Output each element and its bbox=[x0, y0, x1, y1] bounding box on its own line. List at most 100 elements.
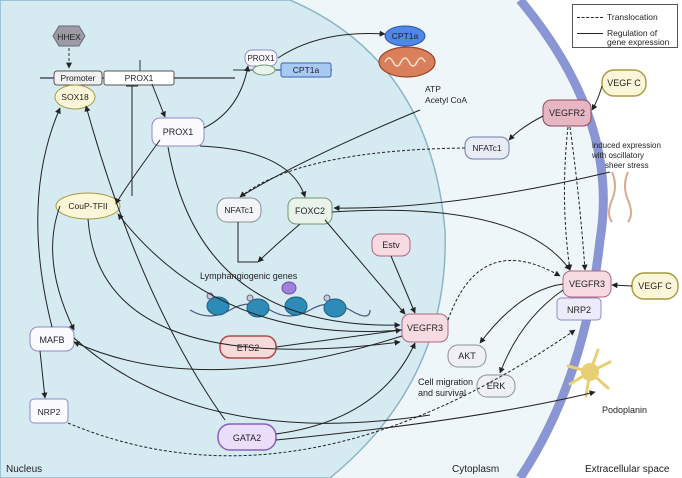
vegfr3-cytoplasm-label: VEGFR3 bbox=[407, 323, 443, 333]
vegf-c-top-label: VEGF C bbox=[607, 78, 641, 88]
legend-regulation: Regulation of gene expression bbox=[607, 28, 670, 47]
arrow-cpt1a bbox=[277, 30, 386, 59]
nfatc1-nuclear-node bbox=[216, 197, 262, 223]
vegfr3-translocation bbox=[447, 260, 561, 321]
foxc2-to-vegfr3mem bbox=[331, 209, 571, 271]
vegfr3-to-erk bbox=[499, 289, 564, 374]
estv-label: Estv bbox=[382, 240, 400, 250]
nfatc1-cytoplasm-label: NFATc1 bbox=[472, 143, 501, 153]
coup-to-vegfr3 bbox=[87, 218, 401, 350]
connections bbox=[37, 30, 633, 441]
lymph-genes-label: Lymphangiogenic genes bbox=[200, 271, 298, 281]
erk-node bbox=[476, 374, 516, 398]
arrow-prox1-vegfr3 bbox=[167, 146, 401, 329]
vegfr3-to-mafb bbox=[73, 335, 403, 371]
coup-tfii-label: CouP-TFII bbox=[68, 201, 107, 211]
migration-label-1: Cell migration bbox=[418, 377, 473, 387]
vegfr3-to-akt bbox=[479, 283, 564, 344]
vegfr2-to-vegfr3 bbox=[569, 126, 588, 271]
cell-membrane bbox=[516, 0, 608, 478]
gata2-to-sox18 bbox=[84, 105, 226, 421]
nrp2-membrane-node bbox=[556, 297, 602, 321]
prox1-nuclear-node bbox=[151, 117, 205, 147]
mitochondrion-cristae bbox=[384, 57, 426, 67]
coup-to-mafb bbox=[52, 205, 75, 331]
vegfc-to-vegfr2 bbox=[591, 85, 603, 111]
erk-label: ERK bbox=[487, 381, 506, 391]
ets2-to-vegfr3 bbox=[275, 327, 402, 348]
nfatc1-nuclear-label: NFATc1 bbox=[224, 205, 253, 215]
cpt1a-gene-box bbox=[280, 62, 332, 78]
nrp2-nuclear-label: NRP2 bbox=[38, 407, 61, 417]
legend-solid-line bbox=[577, 33, 603, 34]
nucleus-region bbox=[0, 0, 446, 478]
sox18-shape bbox=[54, 84, 96, 110]
foxc2-node bbox=[287, 197, 333, 225]
podoplanin-cell-icon bbox=[566, 348, 612, 398]
hhex-shape bbox=[52, 25, 86, 47]
mafb-long bbox=[73, 337, 431, 424]
gata2-label: GATA2 bbox=[233, 433, 261, 443]
cpt-to-nfatc1 bbox=[239, 109, 421, 198]
vegfr2-to-nfatc1 bbox=[508, 115, 544, 141]
shear-text-2: with oscillatory bbox=[591, 151, 644, 160]
nfatc1-to-genes bbox=[237, 222, 258, 263]
arrow-prox1-foxc2 bbox=[199, 145, 307, 198]
shear-text-3: sheer stress bbox=[605, 161, 649, 170]
arrow-prox1-coup bbox=[115, 139, 161, 205]
estv-to-vegfr3 bbox=[390, 255, 416, 314]
gata2-to-vegfr3 bbox=[275, 342, 416, 435]
mafb-label: MAFB bbox=[39, 335, 64, 345]
foxc2-to-genes bbox=[257, 223, 301, 263]
nrp2-nuclear-node bbox=[29, 398, 69, 424]
cytoplasm-label: Cytoplasm bbox=[452, 464, 499, 475]
atp-label: ATP bbox=[425, 84, 441, 94]
vegfr2-node bbox=[542, 99, 592, 127]
foxc2-label: FOXC2 bbox=[295, 206, 325, 216]
foxc2-to-vegfr3 bbox=[324, 219, 406, 315]
vegfr2-to-vegfr3-back bbox=[563, 126, 573, 271]
vegfr2-label: VEGFR2 bbox=[549, 108, 585, 118]
ets2-label: ETS2 bbox=[237, 343, 260, 353]
mafb-to-nrp2 bbox=[39, 350, 48, 399]
gata2-node bbox=[217, 423, 277, 451]
promoter-label: Promoter bbox=[61, 73, 96, 83]
vegfr3-cytoplasm-node bbox=[401, 313, 449, 343]
akt-label: AKT bbox=[458, 351, 476, 361]
translocations bbox=[67, 126, 588, 457]
prox1-dna-binding bbox=[252, 64, 276, 76]
legend-translocation: Translocation bbox=[607, 12, 658, 22]
podoplanin-label: Podoplanin bbox=[602, 405, 647, 415]
acetyl-coa-label: Acetyl CoA bbox=[425, 95, 467, 105]
sox18-label: SOX18 bbox=[61, 92, 89, 102]
mitochondrion-icon bbox=[378, 46, 436, 78]
nucleus-label: Nucleus bbox=[6, 464, 42, 475]
shear-text-1: induced expression bbox=[592, 141, 661, 150]
vegfc-to-vegfr3 bbox=[611, 282, 633, 289]
nrp2-translocation bbox=[67, 329, 576, 457]
gata2-to-podoplanin bbox=[275, 390, 596, 441]
migration-label-2: and survival bbox=[418, 388, 466, 398]
prox1-nuclear-label: PROX1 bbox=[163, 127, 194, 137]
vegf-c-top-node bbox=[601, 69, 647, 97]
arrow-prox1-prox1small bbox=[203, 65, 250, 129]
vegfr3-membrane-label: VEGFR3 bbox=[569, 279, 605, 289]
cpt1a-protein-label: CPT1a bbox=[392, 31, 419, 41]
prox1-small-label: PROX1 bbox=[247, 54, 275, 63]
vegf-c-mid-label: VEGF C bbox=[638, 281, 672, 291]
shear-to-foxc2 bbox=[333, 171, 611, 212]
vegfr3-to-coup bbox=[117, 213, 403, 333]
mafb-to-sox18 bbox=[37, 107, 61, 328]
arrow-prox1gene-prox1 bbox=[151, 83, 166, 118]
nrp2-membrane-label: NRP2 bbox=[567, 305, 591, 315]
akt-node bbox=[447, 344, 487, 368]
vessel-icon bbox=[608, 171, 632, 223]
extracellular-label: Extracellular space bbox=[585, 464, 670, 475]
hhex-label: HHEX bbox=[57, 32, 81, 42]
cpt1a-gene-label: CPT1a bbox=[293, 65, 320, 75]
prox1-gene-label: PROX1 bbox=[125, 73, 154, 83]
prox1-gene-box bbox=[103, 70, 175, 86]
legend-dashed-line bbox=[577, 17, 603, 18]
legend: Translocation Regulation of gene express… bbox=[572, 4, 678, 48]
